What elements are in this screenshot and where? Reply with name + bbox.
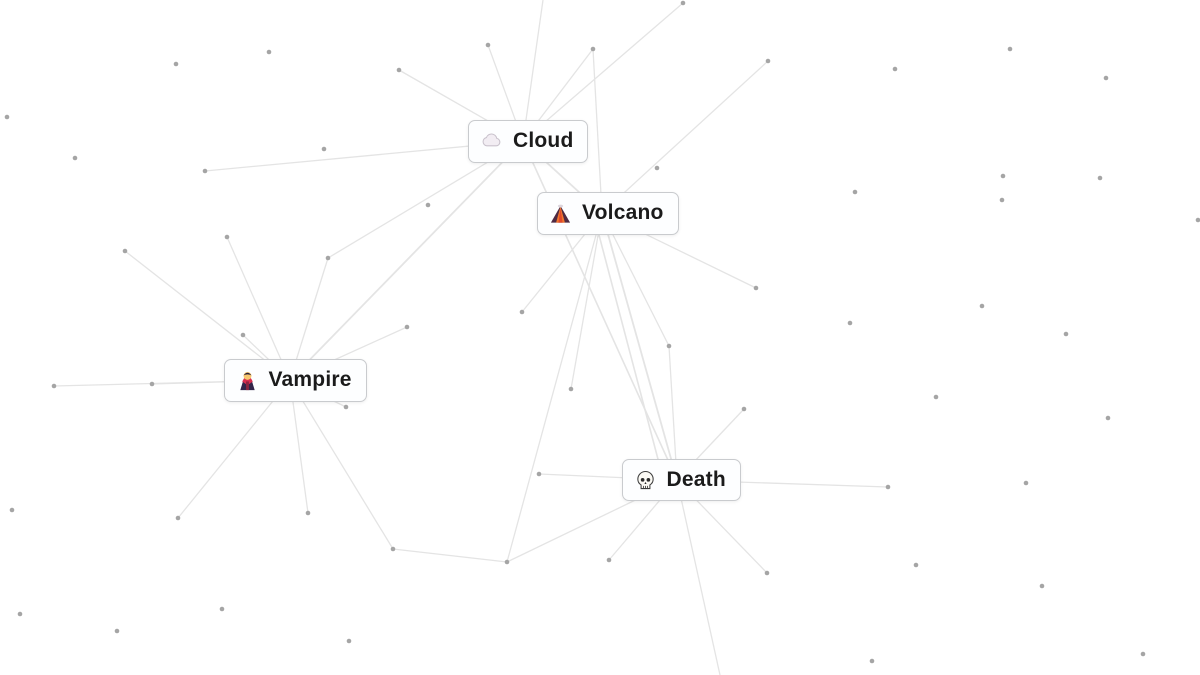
canvas-dot bbox=[666, 343, 672, 349]
canvas-dot bbox=[764, 570, 770, 576]
canvas-dot bbox=[240, 332, 246, 338]
connection-line bbox=[601, 60, 769, 214]
canvas-dot bbox=[892, 66, 898, 72]
canvas-dot bbox=[1195, 217, 1200, 223]
canvas-dot bbox=[869, 658, 875, 664]
canvas-dot bbox=[1000, 173, 1006, 179]
canvas-dot bbox=[404, 324, 410, 330]
volcano-icon bbox=[549, 202, 572, 225]
canvas-dot bbox=[325, 255, 331, 261]
canvas-dot bbox=[305, 510, 311, 516]
canvas-dot bbox=[504, 559, 510, 565]
element-node-label: Vampire bbox=[268, 368, 352, 391]
canvas-dot bbox=[343, 404, 349, 410]
connection-line bbox=[522, 2, 684, 142]
canvas-dot bbox=[979, 303, 985, 309]
canvas-dot bbox=[390, 546, 396, 552]
canvas-dot bbox=[202, 168, 208, 174]
canvas-dot bbox=[536, 471, 542, 477]
connection-line bbox=[592, 48, 603, 214]
connection-line bbox=[289, 140, 524, 381]
element-node-cloud[interactable]: Cloud bbox=[468, 119, 589, 163]
canvas-dot bbox=[175, 515, 181, 521]
connection-line bbox=[676, 479, 721, 675]
connection-line bbox=[601, 212, 670, 347]
canvas-dot bbox=[1103, 75, 1109, 81]
canvas-dot bbox=[51, 383, 57, 389]
connection-line bbox=[570, 212, 603, 390]
connection-line bbox=[177, 379, 291, 519]
canvas-dot bbox=[149, 381, 155, 387]
canvas-dot bbox=[590, 46, 596, 52]
element-node-vampire[interactable]: Vampire bbox=[223, 358, 367, 402]
connection-line bbox=[601, 212, 678, 481]
canvas-dot bbox=[852, 189, 858, 195]
element-node-label: Cloud bbox=[513, 129, 574, 152]
canvas-dot bbox=[1063, 331, 1069, 337]
connection-line bbox=[668, 345, 678, 481]
vampire-icon bbox=[236, 369, 259, 392]
canvas-dot bbox=[9, 507, 15, 513]
canvas-dot bbox=[321, 146, 327, 152]
canvas-dot bbox=[219, 606, 225, 612]
connection-line bbox=[392, 548, 508, 563]
canvas-dot bbox=[741, 406, 747, 412]
canvas-dot bbox=[999, 197, 1005, 203]
canvas-dot bbox=[1007, 46, 1013, 52]
canvas-dot bbox=[396, 67, 402, 73]
canvas-dot bbox=[1023, 480, 1029, 486]
canvas-dot bbox=[224, 234, 230, 240]
cloud-icon bbox=[480, 130, 503, 153]
canvas-dot bbox=[17, 611, 23, 617]
element-node-death[interactable]: Death bbox=[621, 459, 741, 501]
canvas-dot bbox=[933, 394, 939, 400]
element-node-volcano[interactable]: Volcano bbox=[537, 191, 679, 235]
canvas-dot bbox=[485, 42, 491, 48]
canvas-dot bbox=[72, 155, 78, 161]
connection-line bbox=[289, 379, 394, 550]
connection-line bbox=[593, 215, 665, 483]
element-node-label: Death bbox=[666, 468, 726, 491]
canvas-dot bbox=[1105, 415, 1111, 421]
canvas-dot bbox=[346, 638, 352, 644]
connection-line bbox=[522, 0, 544, 142]
canvas-dot bbox=[913, 562, 919, 568]
canvas-dot bbox=[266, 49, 272, 55]
connection-line bbox=[506, 212, 603, 563]
canvas-dot bbox=[122, 248, 128, 254]
connection-line bbox=[226, 236, 291, 381]
canvas-dot bbox=[847, 320, 853, 326]
element-node-label: Volcano bbox=[582, 201, 664, 224]
skull-icon bbox=[634, 469, 657, 492]
canvas-dot bbox=[680, 0, 686, 6]
canvas-dot bbox=[519, 309, 525, 315]
canvas-dot bbox=[1039, 583, 1045, 589]
canvas-dot bbox=[753, 285, 759, 291]
canvas-dot bbox=[1097, 175, 1103, 181]
canvas-dot bbox=[606, 557, 612, 563]
connection-line bbox=[289, 379, 309, 514]
canvas-dot bbox=[885, 484, 891, 490]
canvas-dot bbox=[765, 58, 771, 64]
canvas-dot bbox=[173, 61, 179, 67]
canvas-dot bbox=[1140, 651, 1146, 657]
canvas-dot bbox=[114, 628, 120, 634]
canvas-dot bbox=[654, 165, 660, 171]
canvas-dot bbox=[4, 114, 10, 120]
canvas-dot bbox=[425, 202, 431, 208]
canvas-dot bbox=[568, 386, 574, 392]
